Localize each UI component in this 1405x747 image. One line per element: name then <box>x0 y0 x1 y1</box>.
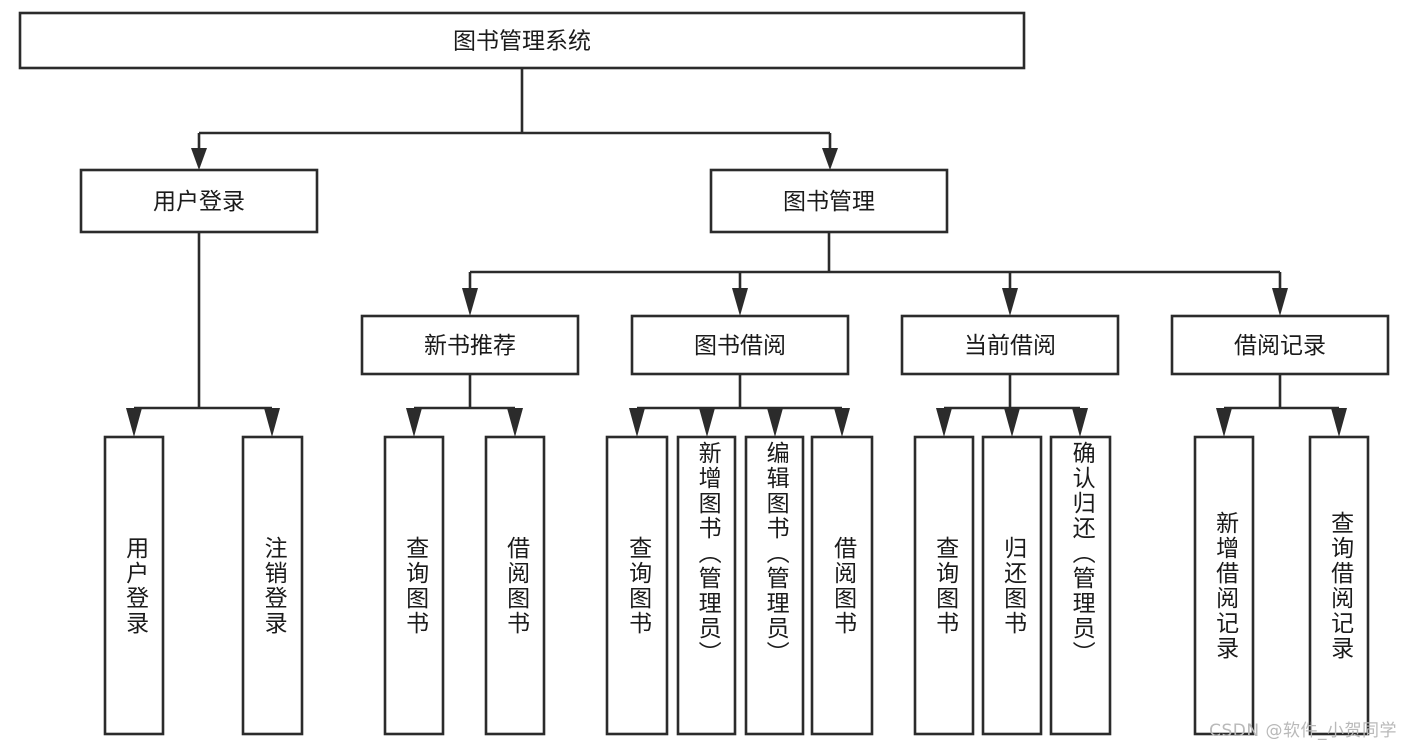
leaf-box-user-login[interactable] <box>103 435 165 736</box>
node-borrow-record[interactable]: 借阅记录 <box>1170 314 1390 376</box>
arrow-head-bb-query-book <box>629 408 645 437</box>
leaf-box-bb-borrow-book[interactable] <box>810 435 874 736</box>
arrow-head-leaf-logout <box>264 408 280 437</box>
connector-current-borrow-to-leaves <box>936 374 1088 437</box>
node-borrow-record-box <box>1170 314 1390 376</box>
arrow-head-book-borrow <box>732 288 748 316</box>
node-book-manage[interactable]: 图书管理 <box>709 168 949 234</box>
leaf-box-br-query-record[interactable] <box>1308 435 1370 736</box>
node-current-borrow[interactable]: 当前借阅 <box>900 314 1120 376</box>
arrow-head-cb-confirm-return <box>1072 408 1088 437</box>
arrow-head-nbr-query-book <box>406 408 422 437</box>
node-user-login[interactable]: 用户登录 <box>79 168 319 234</box>
arrow-head-book-manage <box>822 148 838 170</box>
node-current-borrow-label: 当前借阅 <box>964 333 1056 359</box>
leaf-box-br-add-record[interactable] <box>1193 435 1255 736</box>
node-new-book-recommend[interactable]: 新书推荐 <box>360 314 580 376</box>
leaf-box-bb-edit-book[interactable] <box>744 435 805 736</box>
arrow-head-br-query-record <box>1331 408 1347 437</box>
arrow-head-nbr-borrow-book <box>507 408 523 437</box>
node-book-borrow[interactable]: 图书借阅 <box>630 314 850 376</box>
node-new-book-recommend-label: 新书推荐 <box>424 333 516 359</box>
node-root-label: 图书管理系统 <box>453 29 591 55</box>
node-book-manage-box <box>709 168 949 234</box>
connector-borrow-record-to-leaves <box>1216 374 1347 437</box>
node-book-manage-label: 图书管理 <box>783 189 875 215</box>
node-borrow-record-label: 借阅记录 <box>1234 333 1326 359</box>
leaf-box-cb-confirm-return[interactable] <box>1049 435 1112 736</box>
leaf-boxes <box>103 435 1370 736</box>
leaf-box-logout[interactable] <box>241 435 304 736</box>
node-book-borrow-label: 图书借阅 <box>694 333 786 359</box>
arrow-head-new-book-rec <box>462 288 478 316</box>
arrow-head-leaf-user-login <box>126 408 142 437</box>
arrow-head-cb-return-book <box>1004 408 1020 437</box>
arrow-head-bb-edit-book <box>767 408 783 437</box>
leaf-box-bb-query-book[interactable] <box>605 435 669 736</box>
arrow-head-borrow-record <box>1272 288 1288 316</box>
leaf-box-bb-add-book[interactable] <box>676 435 737 736</box>
node-user-login-label: 用户登录 <box>153 189 245 215</box>
arrow-head-cb-query-book <box>936 408 952 437</box>
leaf-box-nbr-borrow-book[interactable] <box>484 435 546 736</box>
connector-root-to-level1 <box>191 68 838 170</box>
node-root[interactable]: 图书管理系统 <box>18 11 1026 70</box>
arrow-head-bb-add-book <box>699 408 715 437</box>
connector-new-book-recommend-to-leaves <box>406 374 523 437</box>
arrow-head-user-login <box>191 148 207 170</box>
leaf-box-cb-query-book[interactable] <box>913 435 975 736</box>
node-new-book-recommend-box <box>360 314 580 376</box>
arrow-head-bb-borrow-book <box>834 408 850 437</box>
connector-book-manage-to-level2 <box>462 232 1288 316</box>
connector-book-borrow-to-leaves <box>629 374 850 437</box>
node-root-box <box>18 11 1026 70</box>
leaf-box-cb-return-book[interactable] <box>981 435 1043 736</box>
arrow-head-br-add-record <box>1216 408 1232 437</box>
arrow-head-current-borrow <box>1002 288 1018 316</box>
connector-user-login-to-leaves <box>126 232 280 437</box>
leaf-box-nbr-query-book[interactable] <box>383 435 445 736</box>
